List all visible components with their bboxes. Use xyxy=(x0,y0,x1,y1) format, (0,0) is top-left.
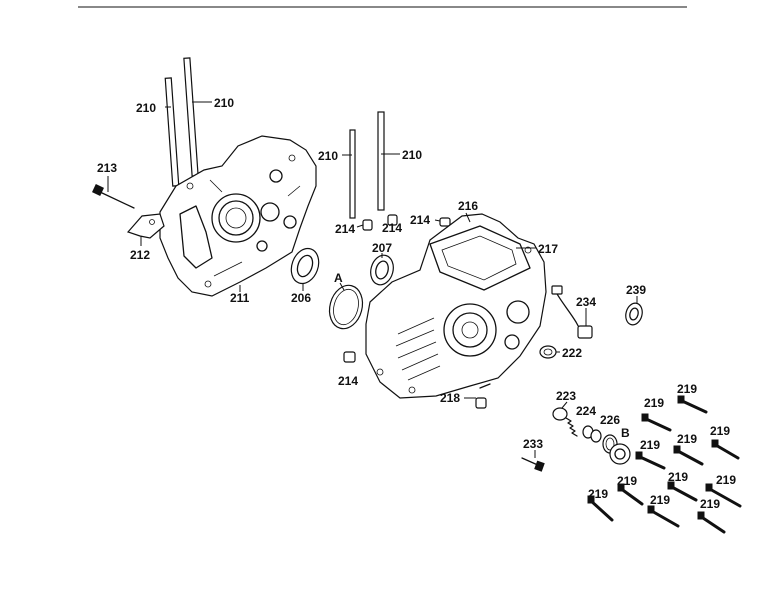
part-label: 214 xyxy=(338,374,358,388)
part-label: 217 xyxy=(538,242,558,256)
plug-222[interactable] xyxy=(539,345,560,359)
part-label: 210 xyxy=(214,96,234,110)
part-label: 219 xyxy=(700,497,720,511)
part-label: 214 xyxy=(410,213,430,227)
part-label: 226 xyxy=(600,413,620,427)
part-label: 233 xyxy=(523,437,543,451)
part-label: 219 xyxy=(617,474,637,488)
part-label: 219 xyxy=(668,470,688,484)
dowel-pin-214[interactable] xyxy=(343,214,451,363)
part-label: 219 xyxy=(710,424,730,438)
part-label: 219 xyxy=(716,473,736,487)
bearing-207[interactable] xyxy=(367,253,396,288)
bolt-233[interactable] xyxy=(521,450,545,472)
part-labels: 210 210 210 210 213 212 211 206 214 214 … xyxy=(97,96,736,511)
part-label: 214 xyxy=(335,222,355,236)
part-label: 210 xyxy=(402,148,422,162)
left-crankcase-211[interactable] xyxy=(159,135,317,297)
part-label: 212 xyxy=(130,248,150,262)
part-label: 219 xyxy=(644,396,664,410)
oil-seal-206[interactable] xyxy=(287,245,324,291)
bolt-219[interactable] xyxy=(587,395,742,534)
part-label: 219 xyxy=(677,382,697,396)
part-label: 219 xyxy=(588,487,608,501)
part-label: 213 xyxy=(97,161,117,175)
right-crankcase-216[interactable] xyxy=(365,212,547,399)
part-label: 214 xyxy=(382,221,402,235)
pin-218[interactable] xyxy=(464,383,491,409)
part-label: 210 xyxy=(136,101,156,115)
part-label: B xyxy=(621,426,630,440)
part-label: 210 xyxy=(318,149,338,163)
part-label: 206 xyxy=(291,291,311,305)
part-label: 218 xyxy=(440,391,460,405)
part-label: 234 xyxy=(576,295,596,309)
sensor-234[interactable] xyxy=(551,285,593,339)
bracket-212[interactable] xyxy=(126,213,165,246)
part-label: 216 xyxy=(458,199,478,213)
part-label: 223 xyxy=(556,389,576,403)
gasket-ring-a[interactable] xyxy=(325,282,367,333)
drain-plug-assembly-223[interactable] xyxy=(552,401,631,465)
part-label: 211 xyxy=(230,291,250,305)
part-label: 219 xyxy=(640,438,660,452)
part-label: 239 xyxy=(626,283,646,297)
bolt-213[interactable] xyxy=(92,176,135,209)
part-label: A xyxy=(334,271,343,285)
part-label: 222 xyxy=(562,346,582,360)
seal-239[interactable] xyxy=(623,296,644,327)
part-label: 224 xyxy=(576,404,596,418)
part-label: 219 xyxy=(650,493,670,507)
part-label: 219 xyxy=(677,432,697,446)
part-label: 207 xyxy=(372,241,392,255)
